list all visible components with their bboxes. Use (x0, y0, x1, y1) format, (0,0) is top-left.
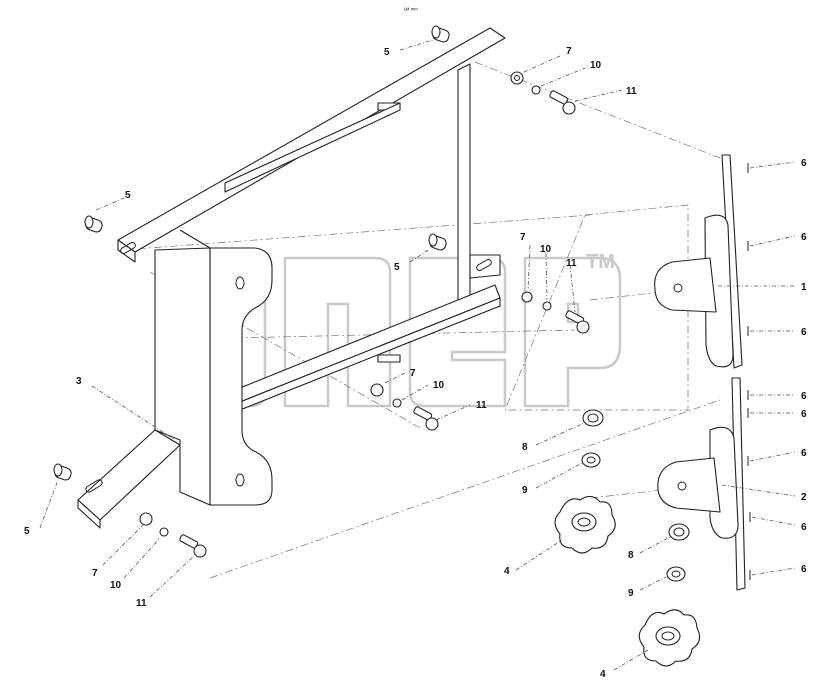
callout-2: 2 (801, 492, 807, 503)
callout-8: 8 (628, 550, 634, 561)
pin-5-bottom (53, 463, 72, 481)
callout-4: 4 (504, 566, 510, 577)
callout-10: 10 (110, 580, 122, 591)
knob-set-2 (638, 523, 701, 667)
knob-set-1 (554, 409, 616, 554)
hardware-mid (84, 215, 590, 431)
callout-5: 5 (384, 47, 390, 58)
washer-10-low (392, 398, 402, 408)
callout-6: 6 (801, 327, 807, 338)
washer-7-low (370, 383, 384, 397)
callout-1: 1 (801, 282, 807, 293)
hardware-top (431, 25, 576, 115)
washer-8-b (668, 523, 690, 541)
callout-6: 6 (801, 448, 807, 459)
callout-10: 10 (590, 60, 602, 71)
plate-screws-6 (747, 163, 751, 580)
callout-8: 8 (522, 442, 528, 453)
callout-10: 10 (540, 244, 552, 255)
bolt-11-mid (565, 310, 590, 334)
washer-10-top (531, 85, 541, 95)
callout-11: 11 (476, 400, 487, 411)
callout-7: 7 (566, 46, 572, 57)
washer-7-bottom (139, 512, 153, 526)
callout-leaders (39, 39, 796, 671)
bolt-11-bottom (179, 534, 207, 558)
washer-7-top (510, 71, 524, 85)
callout-7: 7 (520, 232, 526, 243)
washer-9-b (666, 566, 686, 582)
bolt-11-low (413, 406, 439, 431)
header-mark: ᴸᴹ ᵐᵐ (404, 7, 418, 14)
frame-bracket (77, 27, 506, 529)
washer-8-a (582, 409, 604, 427)
plate-assembly-1 (654, 154, 743, 369)
callout-5: 5 (394, 262, 400, 273)
callout-6: 6 (801, 158, 807, 169)
pin-5-center (428, 233, 447, 251)
callout-labels: 5 7 10 11 5 5 7 10 11 3 7 10 11 5 7 10 1… (24, 46, 807, 680)
pin-5-left (84, 215, 103, 233)
plate-assembly-2 (657, 377, 746, 591)
watermark-tm: ТМ (586, 251, 615, 273)
callout-6: 6 (801, 232, 807, 243)
bolt-11-top (549, 90, 576, 115)
callout-5: 5 (125, 190, 131, 201)
callout-10: 10 (433, 380, 445, 391)
callout-4: 4 (600, 669, 606, 680)
callout-9: 9 (522, 485, 528, 496)
callout-11: 11 (566, 258, 577, 269)
hardware-bottom-left (53, 463, 207, 558)
callout-6: 6 (801, 564, 807, 575)
callout-7: 7 (92, 568, 98, 579)
washer-7-mid (521, 291, 533, 303)
callout-6: 6 (801, 391, 807, 402)
callout-3: 3 (76, 376, 82, 387)
callout-6: 6 (801, 522, 807, 533)
washer-9-a (581, 452, 601, 468)
pin-5-top (431, 25, 450, 43)
callout-7: 7 (410, 368, 416, 379)
callout-11: 11 (626, 86, 637, 97)
washer-10-mid (542, 301, 552, 311)
callout-9: 9 (628, 588, 634, 599)
washer-10-bottom (159, 527, 169, 537)
callout-5: 5 (24, 526, 30, 537)
callout-6: 6 (801, 409, 807, 420)
callout-11: 11 (136, 598, 147, 609)
